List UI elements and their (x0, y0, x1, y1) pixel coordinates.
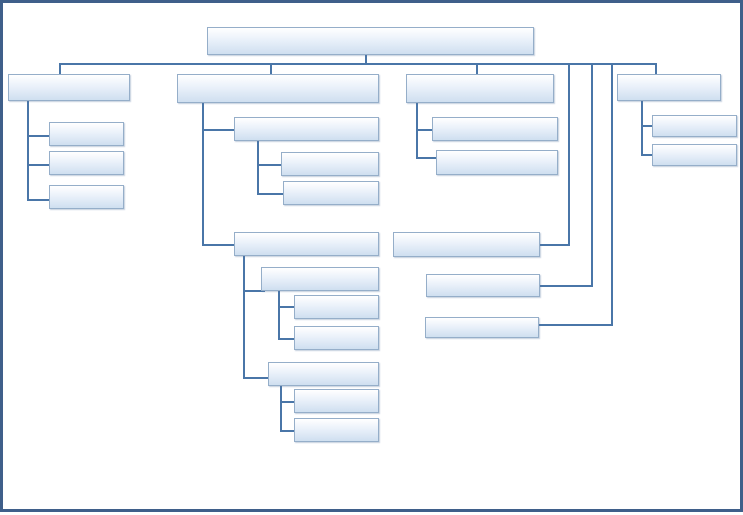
org-node-g2 (652, 144, 737, 166)
org-node-g (617, 74, 721, 101)
org-node-b1b (283, 181, 379, 205)
org-node-a2 (49, 151, 124, 175)
org-node-b1 (234, 117, 379, 141)
org-node-b2 (234, 232, 379, 256)
org-node-root (207, 27, 534, 55)
org-node-e (426, 274, 540, 297)
connector-lines (27, 55, 657, 432)
org-node-b2a (261, 267, 379, 291)
org-node-b2a2 (294, 326, 379, 350)
org-node-g1 (652, 115, 737, 137)
org-node-b2b1 (294, 389, 379, 413)
org-node-d (393, 232, 540, 257)
org-node-b2b2 (294, 418, 379, 442)
org-node-c2 (436, 150, 558, 175)
org-node-a1 (49, 122, 124, 146)
org-node-a (8, 74, 130, 101)
org-node-b1a (281, 152, 379, 176)
org-node-c1 (432, 117, 558, 141)
org-node-c (406, 74, 554, 103)
org-node-b2b (268, 362, 379, 386)
org-node-b2a1 (294, 295, 379, 319)
org-node-b (177, 74, 379, 103)
org-node-f (425, 317, 539, 338)
org-node-a3 (49, 185, 124, 209)
